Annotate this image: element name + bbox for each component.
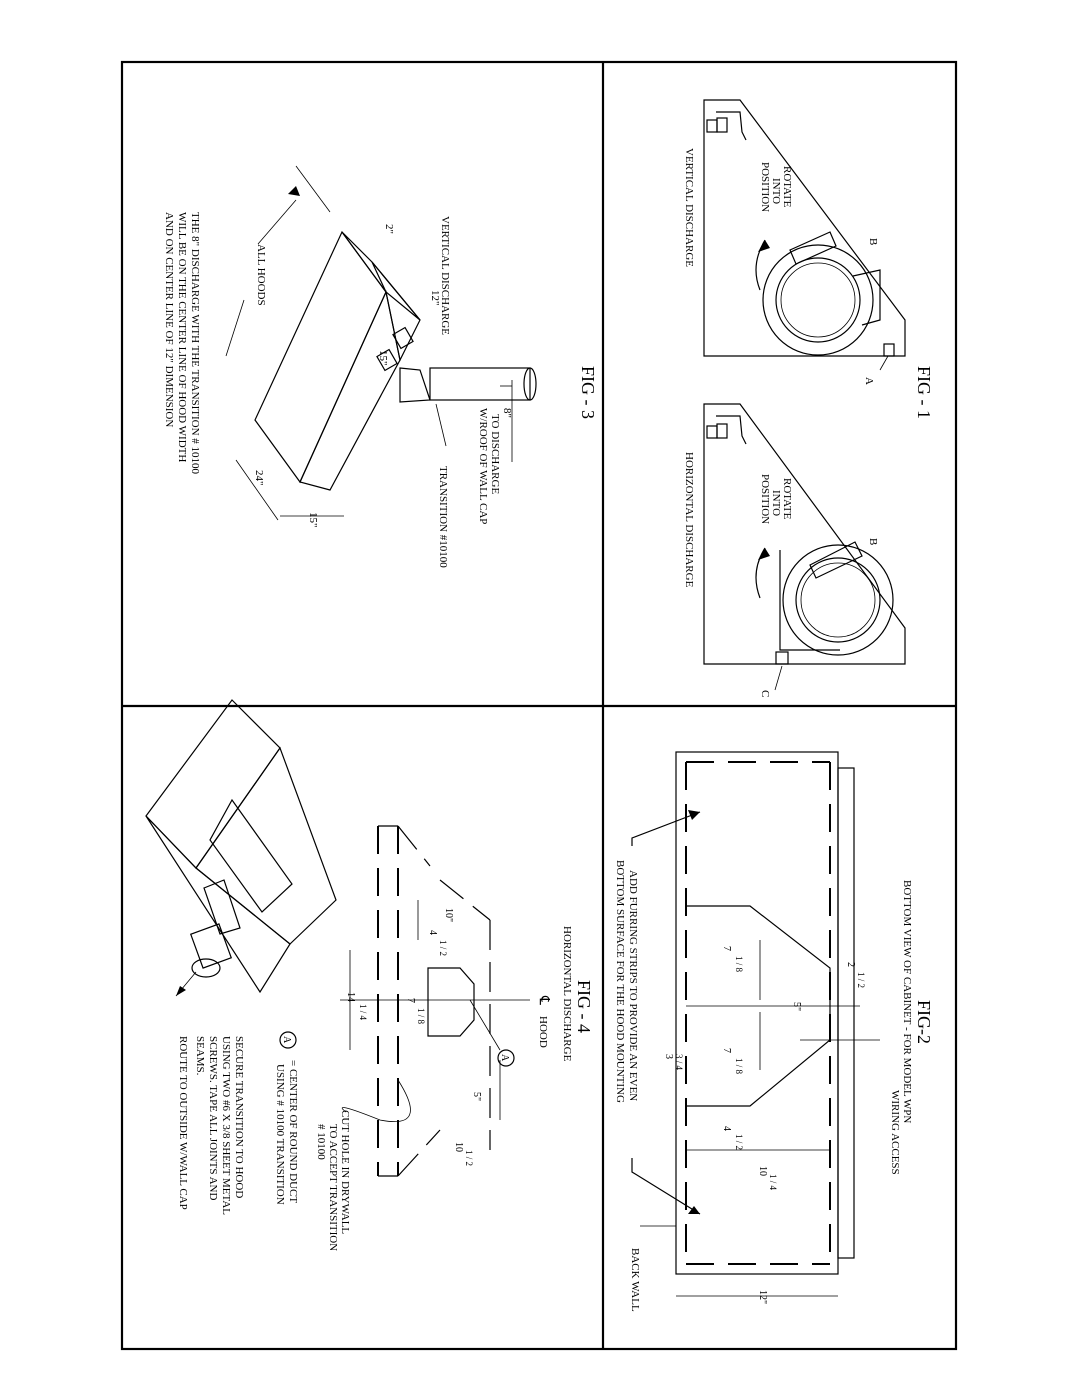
fig1-label-a: A: [863, 377, 875, 385]
fig3-dim-24: 24": [253, 470, 265, 486]
fig1-label-b-left: B: [867, 238, 879, 245]
fig1-rotate-4: ROTATE: [781, 478, 793, 520]
fig2-dim-2-half: 2: [845, 962, 856, 967]
fig3-dim-2: 2": [383, 224, 395, 234]
fig4-dim-4-half: 4: [427, 930, 438, 935]
fig2-dim-10-quarter: 10: [757, 1166, 768, 1176]
fig2-frac-eighth-b: 1 / 8: [734, 1058, 744, 1075]
fig4-a-def-2: USING # 10100 TRANSITION: [274, 1064, 286, 1205]
fig3-title: FIG - 3: [578, 366, 598, 419]
fig3-discharge-3: W/ROOF OF WALL CAP: [477, 408, 489, 524]
fig4-secure-4: SEAMS.: [194, 1036, 206, 1076]
fig4-a-legend: A: [281, 1036, 292, 1044]
fig2-frac-quarter: 1 / 4: [768, 1174, 778, 1191]
fig1-rotate-3: POSITION: [759, 162, 771, 212]
fig4-frac-half-b: 1 / 2: [464, 1150, 474, 1166]
fig2-wiring: WIRING ACCESS: [889, 1090, 901, 1175]
fig1-horizontal-cabinet: [703, 403, 906, 665]
fig4-cl-hood: HOOD: [537, 1016, 549, 1048]
fig1-rotate-1: ROTATE: [781, 166, 793, 208]
fig2-frac-half-2: 1 / 2: [734, 1134, 744, 1150]
fig4-a-def-1: = CENTER OF ROUND DUCT: [287, 1060, 299, 1203]
fig3-discharge-1: 8": [501, 408, 513, 418]
fig2-dim-7-eighth-a: 7: [721, 946, 732, 951]
fig4-title: FIG - 4: [574, 980, 594, 1033]
fig3-discharge-2: TO DISCHARGE: [489, 414, 501, 494]
fig1-label-c: C: [759, 690, 771, 697]
fig2-furring-2: BOTTOM SURFACE FOR THE HOOD MOUNTING: [614, 860, 626, 1103]
fig4-frac-half-a: 1 / 2: [438, 940, 448, 956]
fig1-label-b-right: B: [867, 538, 879, 545]
fig2-dim-4-half: 4: [721, 1126, 732, 1131]
fig3-note-2: WILL BE ON THE CENTER LINE OF HOOD WIDTH: [176, 212, 188, 462]
fig3-note-1: THE 8" DISCHARGE WITH THE TRANSITION # 1…: [189, 212, 201, 475]
fig3-dim-12: 12": [429, 290, 441, 306]
fig1-horizontal-caption: HORIZONTAL DISCHARGE: [683, 452, 695, 588]
fig4-route: ROUTE TO OUTSIDE W/WALL CAP: [177, 1036, 189, 1210]
fig2-dim-3-quarter: 3: [663, 1054, 674, 1059]
fig2-dim-7-eighth-b: 7: [721, 1048, 732, 1053]
fig1-rotate-6: POSITION: [759, 474, 771, 524]
fig4-subtitle: HORIZONTAL DISCHARGE: [561, 926, 573, 1062]
fig2-title: FIG-2: [914, 1000, 934, 1044]
fig3-dim-15b: 15": [307, 512, 319, 528]
fig3-note-3: AND ON CENTER LINE OF 12" DIMENSION: [163, 212, 175, 427]
fig3-all-hoods: ALL HOODS: [255, 244, 267, 306]
fig2-dim-5: 5": [791, 1002, 802, 1011]
fig4-dim-5: 5": [471, 1092, 482, 1101]
fig1-vertical-cabinet: [703, 99, 906, 357]
fig4-secure-1: SECURE TRANSITION TO HOOD: [233, 1036, 245, 1198]
fig-3: FIG - 3 VERTICAL DISCHARGE 2" 12" 15" AL…: [163, 165, 598, 568]
fig3-transition: TRANSITION #10100: [437, 466, 449, 568]
fig-2: FIG-2 BOTTOM VIEW OF CABINET - FOR MODEL…: [614, 751, 934, 1312]
fig2-frac-eighth-a: 1 / 8: [734, 956, 744, 973]
fig2-subtitle: BOTTOM VIEW OF CABINET - FOR MODEL WPN: [901, 880, 913, 1123]
fig1-rotate-5: INTO: [770, 490, 782, 516]
fig4-secure-2: USING TWO #6 X 3/8 SHEET METAL: [220, 1036, 232, 1215]
fig4-dim-10: 10": [443, 908, 454, 922]
fig2-frac-half-1: 1 / 2: [856, 972, 866, 988]
fig4-a-marker: A: [499, 1054, 510, 1062]
fig4-cut-2: TO ACCEPT TRANSITION: [327, 1124, 339, 1251]
fig4-secure-3: SCREWS. TAPE ALL JOINTS AND: [207, 1036, 219, 1200]
fig1-title: FIG - 1: [914, 366, 934, 419]
fig4-dim-10-half: 10: [453, 1142, 464, 1152]
fig2-frac-3-4: 3 / 4: [674, 1054, 684, 1071]
fig4-dim-14-quarter: 14: [345, 992, 356, 1002]
fig4-dim-7-eighth: 7: [405, 998, 416, 1003]
fig-4: FIG - 4 HORIZONTAL DISCHARGE ℄ HOOD 10" …: [145, 699, 594, 1251]
fig2-dim-12: 12": [757, 1290, 768, 1304]
fig4-cut-3: # 10100: [315, 1124, 327, 1160]
fig1-rotate-2: INTO: [770, 178, 782, 204]
fig4-cut-1: CUT HOLE IN DRYWALL: [339, 1110, 351, 1234]
fig3-dim-15a: 15": [377, 350, 389, 366]
fig4-frac-quarter: 1 / 4: [358, 1004, 368, 1021]
fig3-vertical-discharge: VERTICAL DISCHARGE: [439, 216, 451, 335]
fig2-back-wall: BACK WALL: [629, 1248, 641, 1312]
fig-1: FIG - 1 VERTICAL DISCHARGE ROTATE INTO P…: [683, 99, 934, 697]
fig4-frac-eighth: 1 / 8: [416, 1008, 426, 1025]
fig2-furring-1: ADD FURRING STRIPS TO PROVIDE AN EVEN: [627, 870, 639, 1101]
fig1-vertical-caption: VERTICAL DISCHARGE: [683, 148, 695, 267]
fig4-cl-symbol: ℄: [536, 995, 551, 1005]
